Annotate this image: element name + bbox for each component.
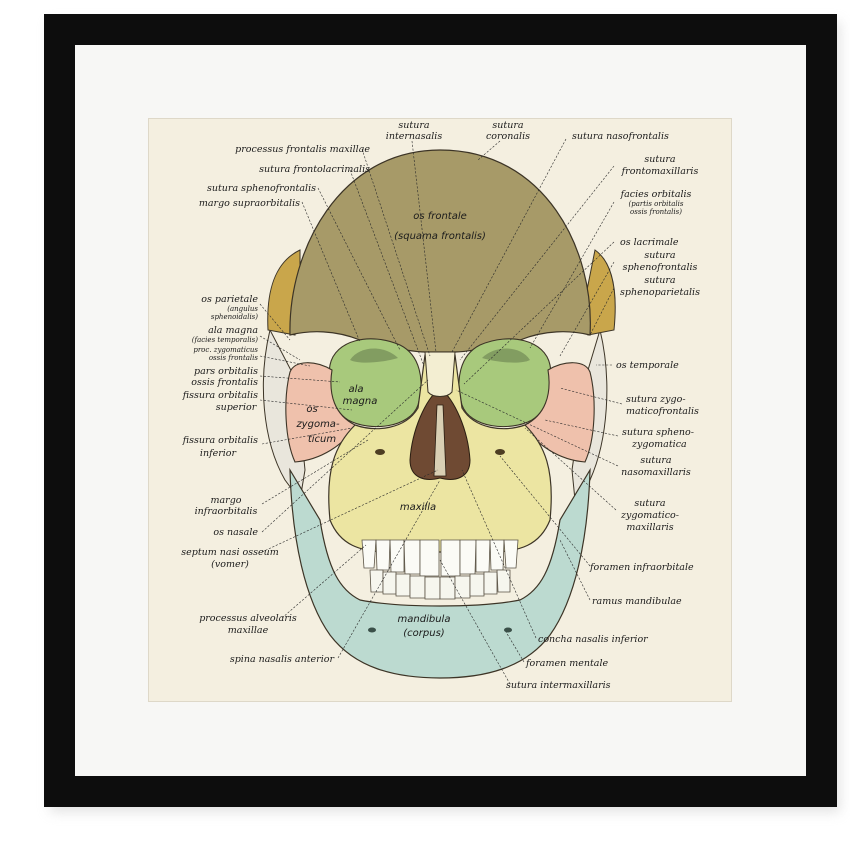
lower-teeth: [369, 569, 511, 600]
vomer: [433, 404, 447, 477]
label-os-lacrimale: os lacrimale: [620, 237, 679, 248]
label-sut-nasomaxillaris-2: nasomaxillaris: [621, 467, 691, 478]
label-septum-nasi: septum nasi osseum: [181, 547, 278, 558]
label-foramen-mentale: foramen mentale: [525, 658, 608, 669]
bone-label-ticum: ticum: [308, 434, 337, 445]
bone-label-ala: ala: [348, 384, 363, 395]
label-facies-orbitalis-ossis: ossis frontalis): [630, 208, 682, 216]
label-sut-sphenoparietalis: sutura: [644, 275, 675, 286]
bone-label-mandibula: mandibula: [398, 614, 451, 625]
label-fissura-orb-inferior: fissura orbitalis: [182, 435, 258, 446]
label-sut-nasomaxillaris: sutura: [640, 455, 671, 466]
label-pars-orbitalis: pars orbitalis: [194, 366, 258, 377]
label-sut-zygomaticofrontalis: sutura zygo-: [626, 394, 686, 405]
label-sut-frontomaxillaris-2: frontomaxillaris: [621, 166, 699, 177]
label-foramen-infraorbitale: foramen infraorbitale: [589, 562, 694, 573]
foramen-mentale-right: [504, 627, 512, 633]
label-ala-magna: ala magna: [208, 325, 258, 336]
label-proc-zygomaticus-ossis: ossis frontalis: [209, 354, 259, 362]
label-ramus-mandibulae: ramus mandibulae: [592, 596, 682, 607]
label-sut-sphenoparietalis-2: sphenoparietalis: [620, 287, 700, 298]
bone-label-os: os: [306, 404, 317, 415]
label-sut-frontolacrimalis: sutura frontolacrimalis: [259, 164, 370, 175]
label-proc-alveolaris-maxillae: maxillae: [228, 625, 269, 636]
bone-label-os-frontale: os frontale: [413, 211, 467, 222]
label-os-nasale: os nasale: [213, 527, 258, 538]
label-sut-coronalis-1: sutura: [492, 120, 523, 131]
foramen-infraorbitale-right: [495, 449, 505, 455]
mandible: [289, 467, 591, 679]
label-sut-sphenofrontalis-r: sutura: [644, 250, 675, 261]
label-fissura-orb-superior-2: superior: [216, 402, 258, 413]
label-fissura-orb-inferior-2: inferior: [200, 448, 238, 459]
label-sut-zygomaticofrontalis-2: maticofrontalis: [626, 406, 699, 417]
label-sut-frontomaxillaris: sutura: [644, 154, 675, 165]
label-pars-orbitalis-ossis: ossis frontalis: [191, 377, 258, 388]
label-os-parietale-sphenoidalis: sphenoidalis): [211, 313, 258, 321]
bone-label-zygoma: zygoma-: [295, 419, 340, 430]
label-ala-magna-facies: (facies temporalis): [192, 336, 258, 344]
skull-illustration: [262, 149, 616, 679]
orbit-shadow-right: [482, 348, 530, 363]
label-sut-sphenozygomatica-2: zygomatica: [631, 439, 687, 450]
label-margo-infraorbitalis: margo: [210, 495, 241, 506]
annotation-labels: sutura internasalis sutura coronalis sut…: [181, 120, 700, 691]
upper-teeth: [361, 539, 519, 577]
label-sut-zygomaticomaxillaris-2: zygomatico-: [620, 510, 679, 521]
label-sut-sphenofrontalis-l: sutura sphenofrontalis: [207, 183, 316, 194]
label-proc-zygomaticus: proc. zygomaticus: [193, 346, 258, 354]
label-facies-orbitalis-partis: (partis orbitalis: [629, 200, 684, 208]
parietal-right: [584, 249, 616, 336]
label-sut-intermaxillaris: sutura intermaxillaris: [506, 680, 611, 691]
label-sut-internasalis-1: sutura: [398, 120, 429, 131]
label-concha-nasalis-inferior: concha nasalis inferior: [538, 634, 649, 645]
bone-label-corpus: (corpus): [403, 628, 444, 639]
label-sut-zygomaticomaxillaris: sutura: [634, 498, 665, 509]
bone-label-magna: magna: [343, 396, 378, 407]
foramen-mentale-left: [368, 627, 376, 633]
label-sut-internasalis-2: internasalis: [386, 131, 443, 142]
bone-labels: os frontale (squama frontalis) ala magna…: [295, 211, 485, 639]
label-sut-nasofrontalis: sutura nasofrontalis: [572, 131, 669, 142]
bone-label-maxilla: maxilla: [400, 502, 436, 513]
label-sut-sphenofrontalis-r-2: sphenofrontalis: [623, 262, 698, 273]
label-os-parietale-angulus: (angulus: [227, 305, 258, 313]
label-margo-supraorbitalis: margo supraorbitalis: [199, 198, 300, 209]
nasal-bones: [424, 351, 456, 397]
leader-lines: [259, 138, 623, 685]
label-sut-zygomaticomaxillaris-3: maxillaris: [626, 522, 673, 533]
label-os-temporale: os temporale: [616, 360, 679, 371]
label-spina-nasalis-anterior: spina nasalis anterior: [230, 654, 336, 665]
label-septum-nasi-vomer: (vomer): [211, 559, 249, 570]
bone-label-squama-frontalis: (squama frontalis): [394, 231, 486, 242]
label-os-parietale: os parietale: [201, 294, 258, 305]
label-margo-infraorbitalis-2: infraorbitalis: [195, 506, 258, 517]
orbit-shadow-left: [350, 348, 398, 363]
foramen-infraorbitale-left: [375, 449, 385, 455]
label-sut-sphenozygomatica: sutura spheno-: [622, 427, 694, 438]
label-facies-orbitalis: facies orbitalis: [620, 189, 692, 200]
label-proc-alveolaris: processus alveolaris: [199, 613, 297, 624]
label-fissura-orb-superior: fissura orbitalis: [182, 390, 258, 401]
label-sut-coronalis-2: coronalis: [486, 131, 530, 142]
label-proc-frontalis-maxillae: processus frontalis maxillae: [235, 144, 370, 155]
